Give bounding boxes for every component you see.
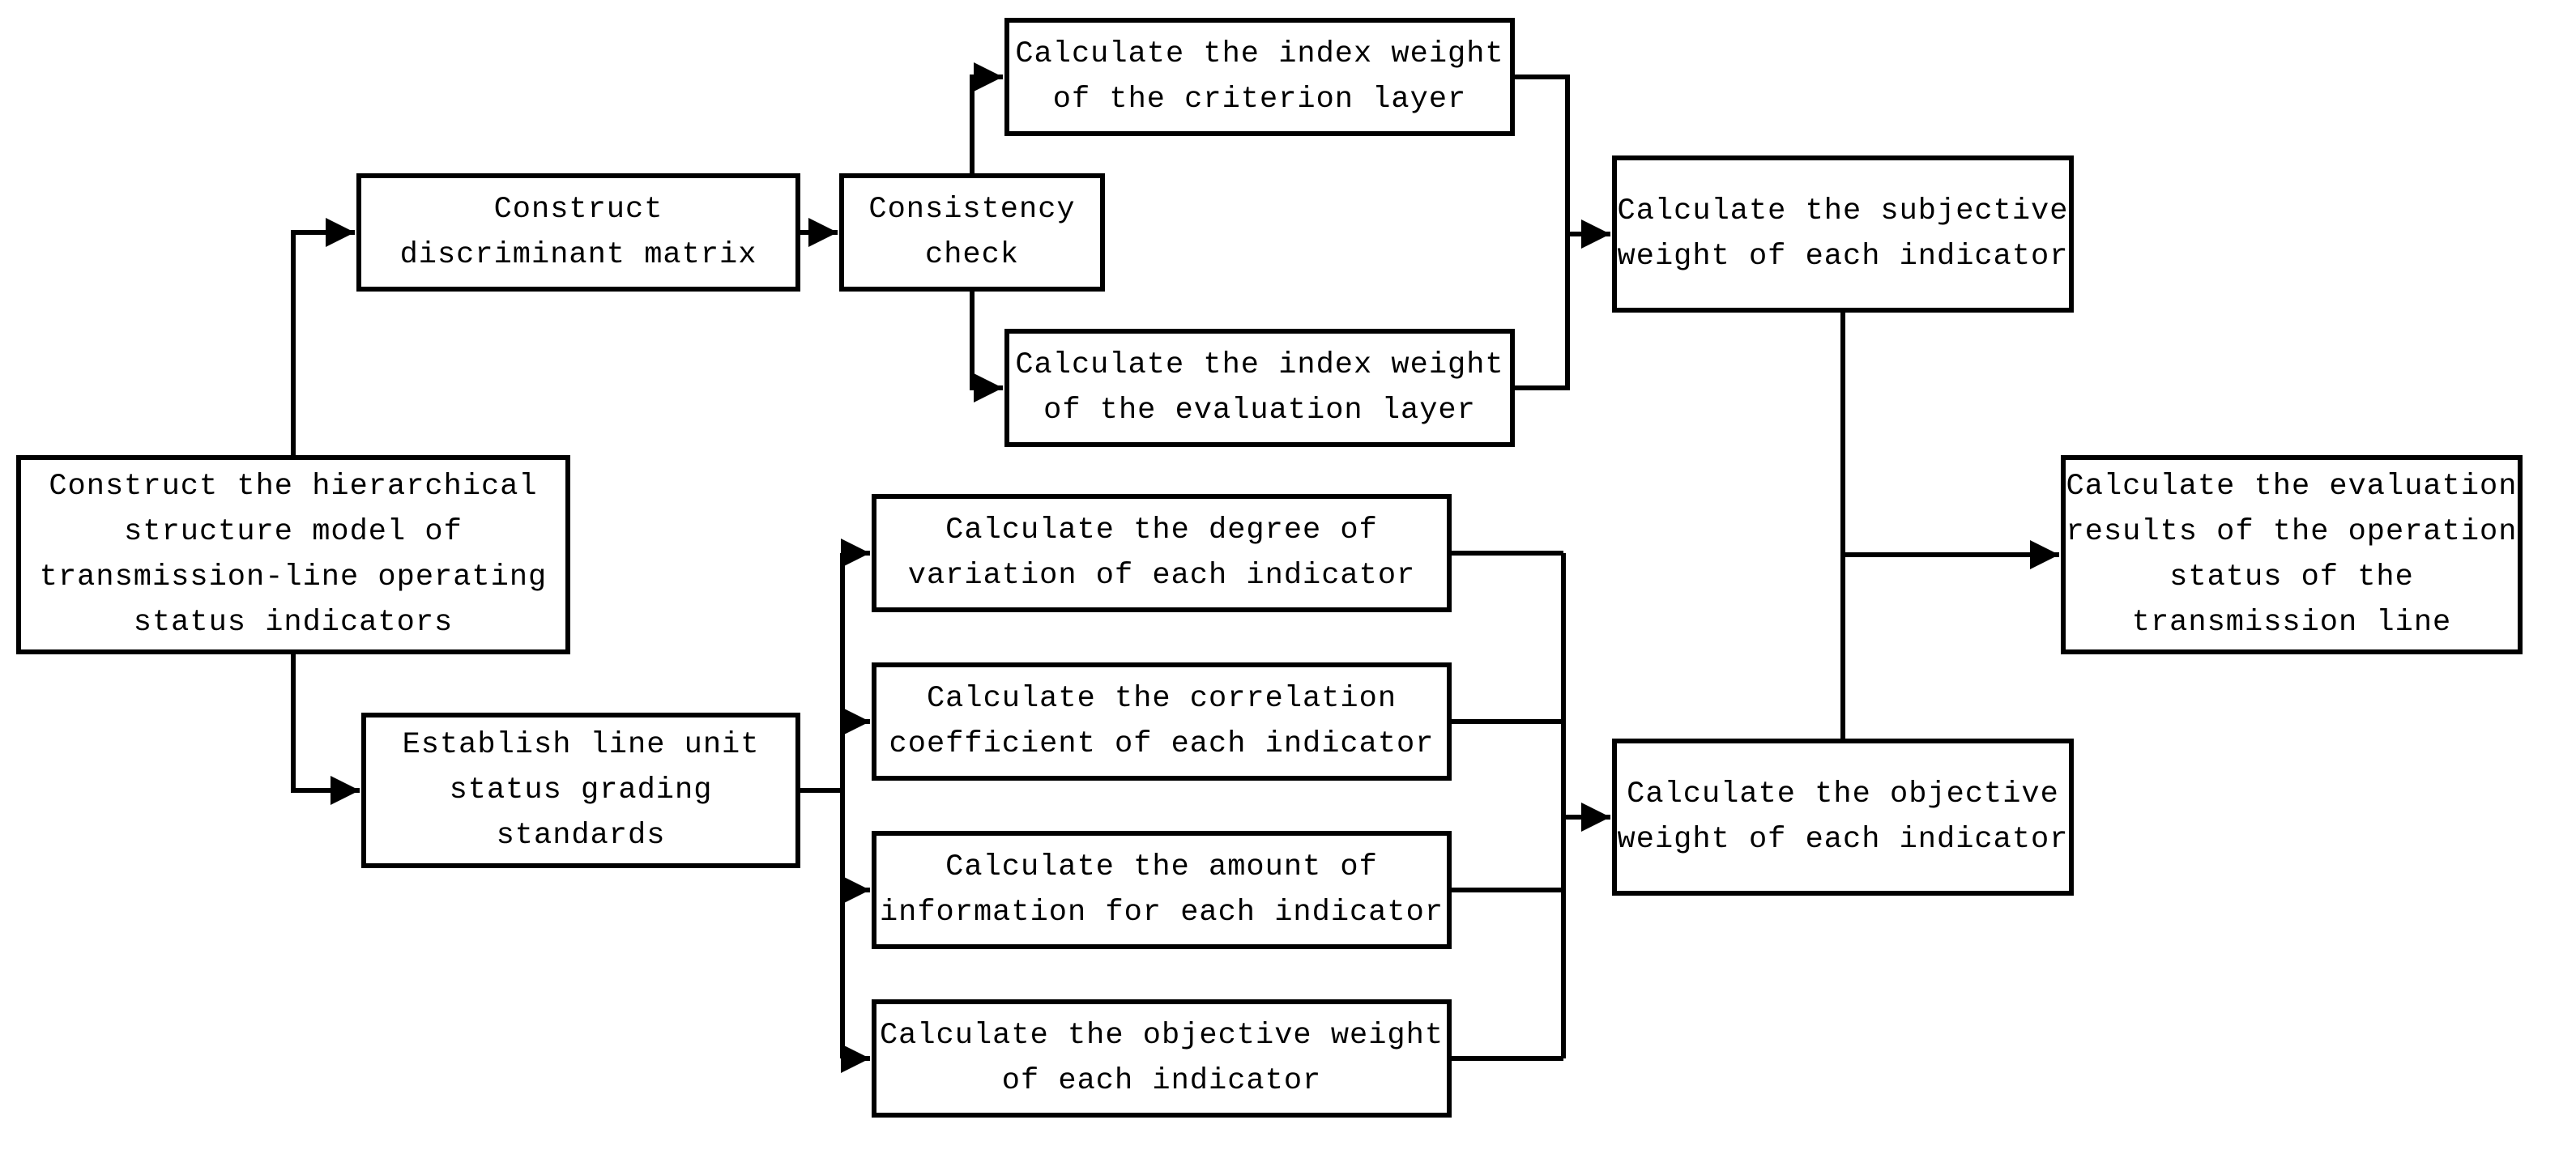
edge-hierarchy-establish: [291, 654, 360, 805]
node-label-line: check: [924, 238, 1020, 272]
node-label-line: weight of each indicator: [1617, 823, 2069, 857]
node-label-line: transmission line: [2131, 606, 2452, 640]
node-evaluation-results: Calculate the evaluation results of the …: [2061, 455, 2523, 654]
node-label-line: of the criterion layer: [1052, 83, 1467, 117]
node-label-line: status grading: [449, 773, 713, 807]
node-construct-discriminant-matrix: Construct discriminant matrix: [356, 173, 800, 292]
node-index-weight-evaluation-layer: Calculate the index weight of the evalua…: [1004, 329, 1515, 447]
node-label-line: weight of each indicator: [1617, 240, 2069, 274]
node-label-line: information for each indicator: [879, 896, 1444, 930]
node-degree-of-variation: Calculate the degree of variation of eac…: [872, 494, 1452, 612]
node-label-line: discriminant matrix: [399, 238, 757, 272]
node-label-line: status of the: [2169, 560, 2414, 594]
node-label-line: Calculate the amount of: [945, 850, 1378, 884]
node-label-line: transmission-line operating: [39, 560, 548, 594]
node-label-line: Consistency: [868, 193, 1076, 227]
node-label-line: Construct: [493, 193, 663, 227]
node-consistency-check: Consistency check: [839, 173, 1105, 292]
node-label-line: Calculate the subjective: [1617, 194, 2069, 228]
node-objective-weight-step: Calculate the objective weight of each i…: [872, 999, 1452, 1118]
node-label-line: Calculate the objective weight: [879, 1019, 1444, 1053]
node-objective-weight-result: Calculate the objective weight of each i…: [1612, 739, 2074, 896]
node-label-line: Establish line unit: [402, 728, 760, 762]
node-label-line: of the evaluation layer: [1043, 394, 1476, 428]
node-hierarchical-structure-model: Construct the hierarchical structure mod…: [16, 455, 570, 654]
node-amount-of-information: Calculate the amount of information for …: [872, 831, 1452, 949]
node-correlation-coefficient: Calculate the correlation coefficient of…: [872, 662, 1452, 781]
node-label-line: Calculate the index weight: [1015, 348, 1504, 382]
node-label-line: results of the operation: [2066, 515, 2518, 549]
node-label-line: Calculate the index weight: [1015, 37, 1504, 71]
edge-criterion-evallayer-bracket: [1515, 75, 1570, 390]
node-label-line: structure model of: [124, 515, 463, 549]
node-label-line: variation of each indicator: [907, 559, 1416, 593]
node-label-line: coefficient of each indicator: [889, 727, 1435, 761]
node-label-line: status indicators: [133, 606, 454, 640]
edge-hierarchy-discriminant: [291, 218, 355, 455]
node-index-weight-criterion-layer: Calculate the index weight of the criter…: [1004, 18, 1515, 136]
node-label-line: Construct the hierarchical: [49, 470, 538, 504]
node-label-line: Calculate the objective: [1627, 777, 2059, 811]
node-label-line: Calculate the correlation: [926, 682, 1397, 716]
edge-consistency-criterion: [970, 62, 1003, 173]
node-label-line: of each indicator: [1001, 1064, 1322, 1098]
node-label-line: standards: [496, 819, 666, 853]
node-establish-grading-standards: Establish line unit status grading stand…: [361, 713, 800, 868]
node-subjective-weight: Calculate the subjective weight of each …: [1612, 155, 2074, 313]
node-label-line: Calculate the degree of: [945, 513, 1378, 547]
edge-consistency-evallayer: [970, 292, 1003, 402]
node-label-line: Calculate the evaluation: [2066, 470, 2518, 504]
